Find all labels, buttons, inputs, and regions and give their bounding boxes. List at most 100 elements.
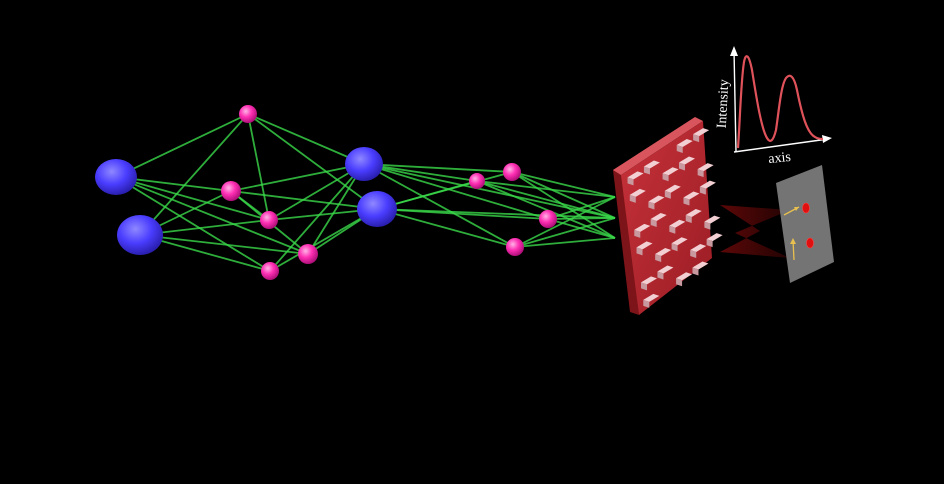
network-link [139,234,309,255]
network-link [476,180,616,198]
metasurface-pillar-side [629,194,636,203]
metasurface-pillar [627,171,644,180]
small-node [260,211,278,229]
metasurface-pillar [699,180,716,189]
large-node [95,159,137,195]
metasurface-pillar [636,241,653,250]
detector-spot [806,237,814,249]
metasurface-pillar-side [693,134,700,143]
metasurface-pillar-side [643,166,650,175]
metasurface-pillar [648,195,665,204]
metasurface-pillar-side [676,144,683,153]
network-link [269,208,378,272]
network-link [363,163,478,182]
metasurface-pillar [678,156,695,165]
network-link [363,163,513,173]
network-link [115,176,271,272]
metasurface-pillar-side [697,169,704,178]
network-link [363,163,516,248]
metasurface-pillar [655,248,672,257]
x-axis-arrowhead [822,135,832,143]
large-node [357,191,397,227]
metasurface-pillar [693,128,710,137]
metasurface-pillar-side [648,201,655,210]
network-link [139,113,249,236]
metasurface-pillar-side [664,190,671,199]
network-link [269,163,365,272]
metasurface-pillar [692,261,709,270]
metasurface-pillar [657,265,674,274]
metasurface-pillar [671,237,688,246]
metasurface-pillar-side [657,271,664,280]
large-node [117,215,163,255]
metasurface-pillar-side [676,278,683,287]
metasurface-pillar [706,233,723,242]
network-link [115,176,270,221]
network-link [376,208,616,219]
small-node [261,262,279,280]
metasurface-pillar-side [650,219,657,228]
metasurface-pillar [683,191,700,200]
metasurface-pillar [641,276,658,285]
plot-x-label: axis [768,150,792,167]
network-link [514,217,616,248]
screen-arrow-head [790,238,796,244]
metasurface-pillar [669,219,686,228]
network-link [307,163,365,255]
metasurface-pillar-side [706,239,713,248]
small-node [239,105,257,123]
network-link [247,113,270,221]
metasurface-pillar [629,188,646,197]
metasurface-pillar [634,223,651,232]
network-link [476,180,616,239]
small-node [503,163,521,181]
metasurface-pillar [643,293,660,302]
network-link [115,176,309,255]
metasurface-pillar-side [685,214,692,223]
network-link [247,113,365,165]
detector-spot [802,202,810,214]
plot-y-axis [733,49,737,153]
metasurface-pillar-side [627,177,634,186]
metasurface-pillar-side [669,225,676,234]
metasurface-pillar [676,272,693,281]
small-node [298,244,318,264]
small-node [469,173,485,189]
plot-y-label: Intensity [715,79,733,129]
intensity-curve [736,55,824,149]
intensity-plot: Intensity axis [715,46,832,167]
metasurface-pillar [643,160,660,169]
metasurface-pillar-side [699,186,706,195]
network-link [511,171,616,239]
network-link [230,163,365,192]
screen-arrow-head [794,207,799,211]
y-axis-arrowhead [730,46,738,56]
metasurface-pillar-side [671,243,678,252]
network-link [511,171,616,198]
network-link [247,113,378,210]
metasurface-face [621,121,712,315]
metasurface-pillar [697,163,714,172]
network-link [376,171,513,210]
screen-plane [776,165,834,283]
small-node [221,181,241,201]
metasurface-pillar [690,243,707,252]
network-nodes [95,105,557,280]
metasurface-panel [613,117,723,315]
network-link [115,113,249,178]
metasurface-pillar [650,213,667,222]
metasurface-top [613,117,703,175]
metasurface-pillar-side [690,249,697,258]
plot-x-axis [733,138,829,153]
metasurface-pillar-side [692,267,699,276]
metasurface-pillar [664,184,681,193]
metasurface-pillar-side [641,282,648,291]
small-node [539,210,557,228]
network-links [115,113,616,272]
detector-screen [776,165,834,283]
metasurface-pillar-side [634,229,641,238]
metasurface-pillar [685,208,702,217]
network-link [514,237,616,248]
large-node [345,147,383,181]
metasurface-side [613,165,639,315]
